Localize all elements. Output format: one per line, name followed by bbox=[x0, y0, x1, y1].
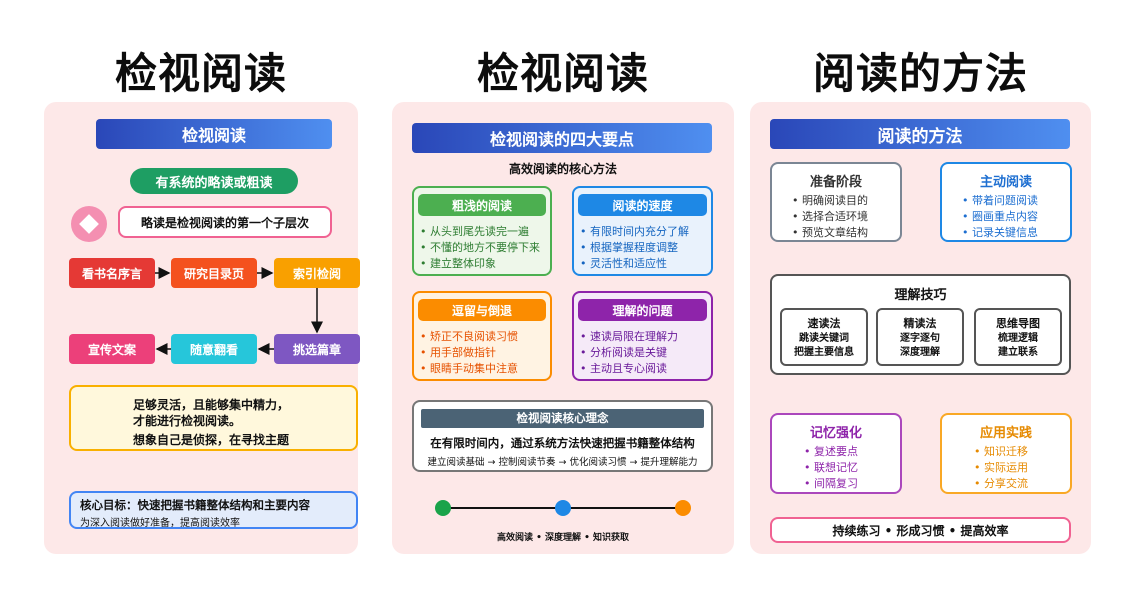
flow-step-title-preface: 看书名序言 bbox=[69, 258, 155, 288]
panel3-footer: 持续练习 • 形成习惯 • 提高效率 bbox=[770, 517, 1071, 543]
list-item: 复述要点 bbox=[804, 444, 858, 460]
list-item: 用手部做指针 bbox=[420, 345, 518, 361]
list-item: 记录关键信息 bbox=[962, 225, 1038, 241]
detective-line-3: 想象自己是侦探，在寻找主题 bbox=[133, 433, 290, 447]
list-item: 知识迁移 bbox=[974, 444, 1028, 460]
list-item: 从头到尾先读完一遍 bbox=[420, 224, 540, 240]
list-item: 明确阅读目的 bbox=[792, 193, 868, 209]
card-reading-speed-list: 有限时间内充分了解 根据掌握程度调整 灵活性和适应性 bbox=[580, 224, 689, 272]
panel-four-key-points: 检视阅读的四大要点 高效阅读的核心方法 粗浅的阅读 从头到尾先读完一遍 不懂的地… bbox=[392, 102, 734, 554]
list-item: 分享交流 bbox=[974, 476, 1028, 492]
active-reading-list: 带着问题阅读 圈画重点内容 记录关键信息 bbox=[962, 193, 1038, 241]
prep-stage-box: 准备阶段 明确阅读目的 选择合适环境 预览文章结构 bbox=[770, 162, 902, 242]
core-goal-box: 核心目标：快速把握书籍整体结构和主要内容 为深入阅读做好准备，提高阅读效率 bbox=[69, 491, 358, 529]
flow-step-table-of-contents: 研究目录页 bbox=[171, 258, 257, 288]
card-reading-speed-title: 阅读的速度 bbox=[578, 194, 707, 216]
timeline-dot-middle bbox=[555, 500, 571, 516]
prep-stage-title: 准备阶段 bbox=[809, 175, 862, 190]
skill-speed-reading: 速读法 跳读关键词 把握主要信息 bbox=[780, 308, 868, 366]
prep-stage-list: 明确阅读目的 选择合适环境 预览文章结构 bbox=[792, 193, 868, 241]
list-item: 选择合适环境 bbox=[792, 209, 868, 225]
panel1-big-title: 检视阅读 bbox=[114, 49, 287, 98]
card-comprehension-title: 理解的问题 bbox=[578, 299, 707, 321]
skill-close-reading-title: 精读法 bbox=[903, 317, 937, 330]
skill-close-reading-line1: 逐字逐句 bbox=[900, 333, 940, 344]
panel3-big-title: 阅读的方法 bbox=[812, 49, 1028, 98]
core-concept-line2: 建立阅读基础 → 控制阅读节奏 → 优化阅读习惯 → 提升理解能力 bbox=[427, 457, 698, 468]
flow-step-browse: 随意翻看 bbox=[171, 334, 257, 364]
timeline-dot-start bbox=[435, 500, 451, 516]
skim-note: 略读是检视阅读的第一个子层次 bbox=[118, 206, 332, 238]
flow-step-pick-chapters: 挑选篇章 bbox=[274, 334, 360, 364]
panel3-header: 阅读的方法 bbox=[770, 119, 1070, 149]
diamond-icon bbox=[71, 206, 107, 242]
card-shallow-reading-title: 粗浅的阅读 bbox=[418, 194, 546, 216]
list-item: 联想记忆 bbox=[804, 460, 858, 476]
practice-list: 知识迁移 实际运用 分享交流 bbox=[974, 444, 1028, 492]
active-reading-box: 主动阅读 带着问题阅读 圈画重点内容 记录关键信息 bbox=[940, 162, 1072, 242]
core-concept-line1: 在有限时间内，通过系统方法快速把握书籍整体结构 bbox=[430, 436, 695, 450]
list-item: 实际运用 bbox=[974, 460, 1028, 476]
panel-reading-methods: 阅读的方法 准备阶段 明确阅读目的 选择合适环境 预览文章结构 主动阅读 带着问… bbox=[750, 102, 1091, 554]
detective-line-2: 才能进行检视阅读。 bbox=[133, 414, 242, 428]
list-item: 预览文章结构 bbox=[792, 225, 868, 241]
core-goal-title: 核心目标：快速把握书籍整体结构和主要内容 bbox=[80, 498, 310, 512]
skill-mind-map-line2: 建立联系 bbox=[998, 347, 1038, 358]
skill-speed-reading-line2: 把握主要信息 bbox=[794, 347, 854, 358]
detective-line-1: 足够灵活，且能够集中精力， bbox=[133, 398, 290, 412]
card-lingering-regression-list: 矫正不良阅读习惯 用手部做指针 眼睛手动集中注意 bbox=[420, 329, 518, 377]
skill-speed-reading-title: 速读法 bbox=[807, 317, 841, 330]
skill-mind-map-line1: 梳理逻辑 bbox=[998, 333, 1038, 344]
timeline-dot-end bbox=[675, 500, 691, 516]
list-item: 灵活性和适应性 bbox=[580, 256, 689, 272]
detective-note: 足够灵活，且能够集中精力， 才能进行检视阅读。 想象自己是侦探，在寻找主题 bbox=[69, 385, 358, 451]
list-item: 眼睛手动集中注意 bbox=[420, 361, 518, 377]
active-reading-title: 主动阅读 bbox=[979, 175, 1032, 190]
timeline-caption: 高效阅读 • 深度理解 • 知识获取 bbox=[496, 533, 630, 543]
comprehension-skills-title: 理解技巧 bbox=[894, 288, 947, 303]
practice-box: 应用实践 知识迁移 实际运用 分享交流 bbox=[940, 413, 1072, 494]
memory-box: 记忆强化 复述要点 联想记忆 间隔复习 bbox=[770, 413, 902, 494]
skill-speed-reading-line1: 跳读关键词 bbox=[799, 333, 849, 344]
list-item: 建立整体印象 bbox=[420, 256, 540, 272]
list-item: 根据掌握程度调整 bbox=[580, 240, 689, 256]
list-item: 圈画重点内容 bbox=[962, 209, 1038, 225]
panel-inspection-reading: 检视阅读 有系统的略读或粗读 略读是检视阅读的第一个子层次 看书名序言 研究目录… bbox=[44, 102, 360, 554]
list-item: 有限时间内充分了解 bbox=[580, 224, 689, 240]
panel2-subtitle: 高效阅读的核心方法 bbox=[508, 162, 617, 176]
card-comprehension: 理解的问题 速读局限在理解力 分析阅读是关键 主动且专心阅读 bbox=[572, 291, 713, 381]
list-item: 矫正不良阅读习惯 bbox=[420, 329, 518, 345]
card-shallow-reading: 粗浅的阅读 从头到尾先读完一遍 不懂的地方不要停下来 建立整体印象 bbox=[412, 186, 552, 276]
flow-arrows bbox=[155, 267, 323, 355]
card-lingering-regression: 逗留与倒退 矫正不良阅读习惯 用手部做指针 眼睛手动集中注意 bbox=[412, 291, 552, 381]
practice-title: 应用实践 bbox=[979, 426, 1032, 441]
list-item: 不懂的地方不要停下来 bbox=[420, 240, 540, 256]
panel1-header: 检视阅读 bbox=[96, 119, 332, 149]
core-concept-box: 检视阅读核心理念 在有限时间内，通过系统方法快速把握书籍整体结构 建立阅读基础 … bbox=[412, 400, 713, 472]
list-item: 速读局限在理解力 bbox=[580, 329, 678, 345]
memory-title: 记忆强化 bbox=[809, 426, 862, 441]
skill-close-reading: 精读法 逐字逐句 深度理解 bbox=[876, 308, 964, 366]
core-concept-title: 检视阅读核心理念 bbox=[421, 409, 704, 428]
skill-mind-map-title: 思维导图 bbox=[996, 317, 1040, 330]
systematic-skim-pill: 有系统的略读或粗读 bbox=[130, 168, 298, 194]
list-item: 间隔复习 bbox=[804, 476, 858, 492]
panel2-big-title: 检视阅读 bbox=[476, 49, 649, 98]
card-reading-speed: 阅读的速度 有限时间内充分了解 根据掌握程度调整 灵活性和适应性 bbox=[572, 186, 713, 276]
panel2-header: 检视阅读的四大要点 bbox=[412, 123, 712, 153]
comprehension-skills-box: 理解技巧 速读法 跳读关键词 把握主要信息 精读法 逐字逐句 深度理解 思维导图… bbox=[770, 274, 1071, 375]
memory-list: 复述要点 联想记忆 间隔复习 bbox=[804, 444, 858, 492]
core-goal-subtitle: 为深入阅读做好准备，提高阅读效率 bbox=[80, 518, 240, 529]
list-item: 主动且专心阅读 bbox=[580, 361, 678, 377]
skill-close-reading-line2: 深度理解 bbox=[900, 347, 940, 358]
list-item: 带着问题阅读 bbox=[962, 193, 1038, 209]
skill-mind-map: 思维导图 梳理逻辑 建立联系 bbox=[974, 308, 1062, 366]
card-lingering-regression-title: 逗留与倒退 bbox=[418, 299, 546, 321]
card-shallow-reading-list: 从头到尾先读完一遍 不懂的地方不要停下来 建立整体印象 bbox=[420, 224, 540, 272]
flow-step-blurb: 宣传文案 bbox=[69, 334, 155, 364]
list-item: 分析阅读是关键 bbox=[580, 345, 678, 361]
flow-step-index: 索引检阅 bbox=[274, 258, 360, 288]
card-comprehension-list: 速读局限在理解力 分析阅读是关键 主动且专心阅读 bbox=[580, 329, 678, 377]
